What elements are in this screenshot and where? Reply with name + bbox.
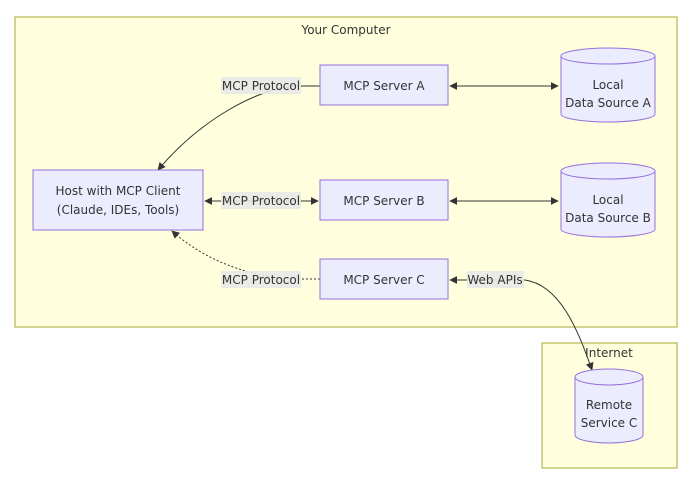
node-host-line-1: Host with MCP Client — [56, 184, 181, 198]
node-server-c-box — [319, 258, 449, 300]
edge-label-text: MCP Protocol — [222, 273, 300, 287]
node-server-c-label: MCP Server C — [343, 273, 424, 287]
node-server-c: MCP Server C — [319, 258, 449, 300]
database-top — [574, 368, 644, 386]
node-remote-service-c-line-1: Remote — [586, 398, 632, 412]
node-remote-service-c: Remote Service C — [574, 368, 644, 444]
node-server-a-box — [319, 64, 449, 106]
node-data-source-a-line-1: Local — [592, 78, 623, 92]
edge-label-text: Web APIs — [467, 273, 522, 287]
database-icon — [560, 171, 656, 238]
group-internet-title: Internet — [585, 346, 633, 360]
node-server-a-label: MCP Server A — [343, 79, 425, 93]
database-top — [560, 162, 656, 180]
node-server-b-box — [319, 179, 449, 221]
node-server-b: MCP Server B — [319, 179, 449, 221]
database-icon — [560, 56, 656, 123]
edge-label-bg — [467, 271, 524, 288]
node-host-line-2: (Claude, IDEs, Tools) — [57, 203, 179, 217]
node-data-source-b-line-2: Data Source B — [565, 211, 651, 225]
group-your-computer-title: Your Computer — [300, 23, 390, 37]
edge-label-text: MCP Protocol — [222, 194, 300, 208]
edge-server-c-remote-c — [449, 276, 594, 371]
node-data-source-b: Local Data Source B — [560, 162, 656, 238]
edge-label-host-server-a: MCP Protocol — [221, 77, 301, 94]
edge-label-host-server-c: MCP Protocol — [221, 271, 301, 288]
edge-label-bg — [221, 192, 301, 209]
edge-label-bg — [221, 271, 301, 288]
node-data-source-b-line-1: Local — [592, 193, 623, 207]
node-data-source-a-line-2: Data Source A — [565, 96, 651, 110]
edge-label-server-c-remote-c: Web APIs — [467, 271, 524, 288]
node-host: Host with MCP Client (Claude, IDEs, Tool… — [32, 169, 204, 231]
edge-label-host-server-b: MCP Protocol — [221, 192, 301, 209]
node-host-box — [32, 169, 204, 231]
edge-label-text: MCP Protocol — [222, 79, 300, 93]
edge-labels: MCP Protocol MCP Protocol MCP Protocol W… — [221, 77, 524, 288]
node-server-a: MCP Server A — [319, 64, 449, 106]
database-top — [560, 47, 656, 65]
node-data-source-a: Local Data Source A — [560, 47, 656, 123]
edge-label-bg — [221, 77, 301, 94]
database-icon — [574, 377, 644, 444]
node-remote-service-c-line-2: Service C — [581, 416, 638, 430]
node-server-b-label: MCP Server B — [343, 194, 424, 208]
